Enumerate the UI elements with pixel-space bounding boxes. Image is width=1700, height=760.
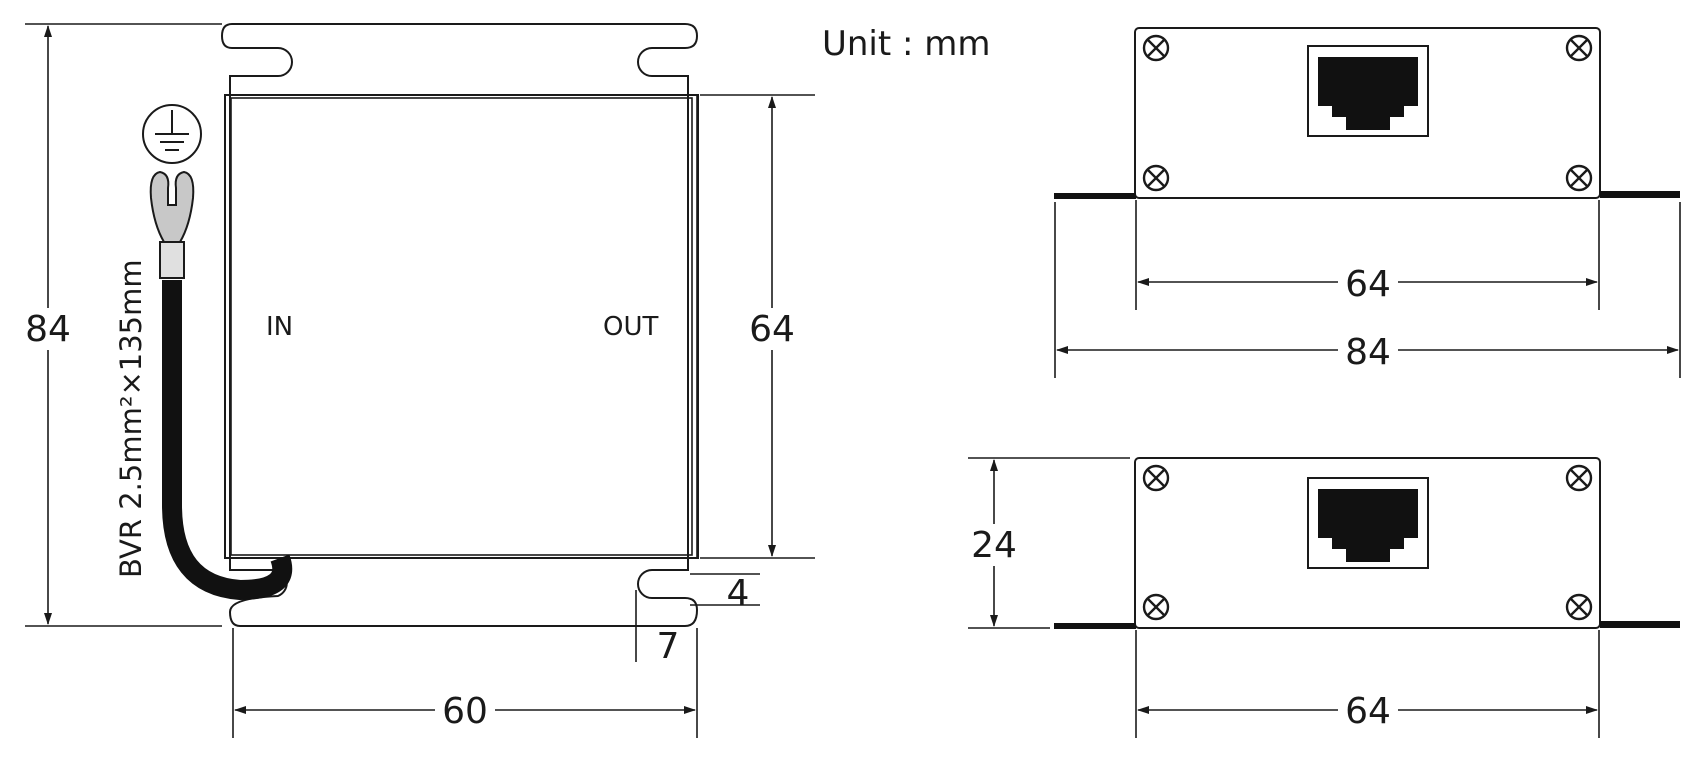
side-flange-right <box>1600 621 1680 628</box>
screw-icon <box>1565 593 1593 621</box>
side-flange-left <box>1054 623 1136 629</box>
dim-side-body-width: 64 <box>1345 691 1391 732</box>
terminal-sleeve <box>159 241 185 279</box>
screw-icon <box>1142 164 1170 192</box>
cable-spec-label: BVR 2.5mm²×135mm <box>114 259 148 578</box>
front-flange-left <box>1054 193 1136 199</box>
dim-slot-depth: 7 <box>657 626 680 667</box>
screw-icon <box>1142 593 1170 621</box>
ground-cable <box>162 280 293 601</box>
rj45-port-icon <box>1307 45 1429 137</box>
enclosure-body-inner <box>230 97 693 556</box>
enclosure-body-outer <box>224 94 699 559</box>
screw-icon <box>1565 34 1593 62</box>
unit-label: Unit : mm <box>822 24 991 64</box>
dim-front-flange-width: 84 <box>1345 332 1391 373</box>
mounting-plate-outline <box>220 23 699 627</box>
dim-front-body-width: 64 <box>1345 264 1391 305</box>
port-in-label: IN <box>266 312 293 342</box>
dim-side-height: 24 <box>971 525 1017 566</box>
dim-slot-width: 4 <box>727 573 750 614</box>
port-out-label: OUT <box>603 312 658 342</box>
screw-icon <box>1565 164 1593 192</box>
screw-icon <box>1565 464 1593 492</box>
rj45-port-icon <box>1307 477 1429 569</box>
ground-symbol-icon <box>142 104 202 164</box>
dim-body-height: 64 <box>749 309 795 350</box>
top-view: IN OUT BVR 2.5mm²×135mm 84 64 <box>22 23 815 738</box>
front-view: 64 84 <box>1054 27 1681 378</box>
screw-icon <box>1142 464 1170 492</box>
dim-width: 60 <box>442 691 488 732</box>
side-body <box>1134 457 1601 629</box>
front-body <box>1134 27 1601 199</box>
side-view: 24 64 <box>966 457 1680 738</box>
front-flange-right <box>1600 191 1680 198</box>
screw-icon <box>1142 34 1170 62</box>
fork-terminal-icon <box>149 170 195 243</box>
dim-overall-height: 84 <box>25 309 71 350</box>
